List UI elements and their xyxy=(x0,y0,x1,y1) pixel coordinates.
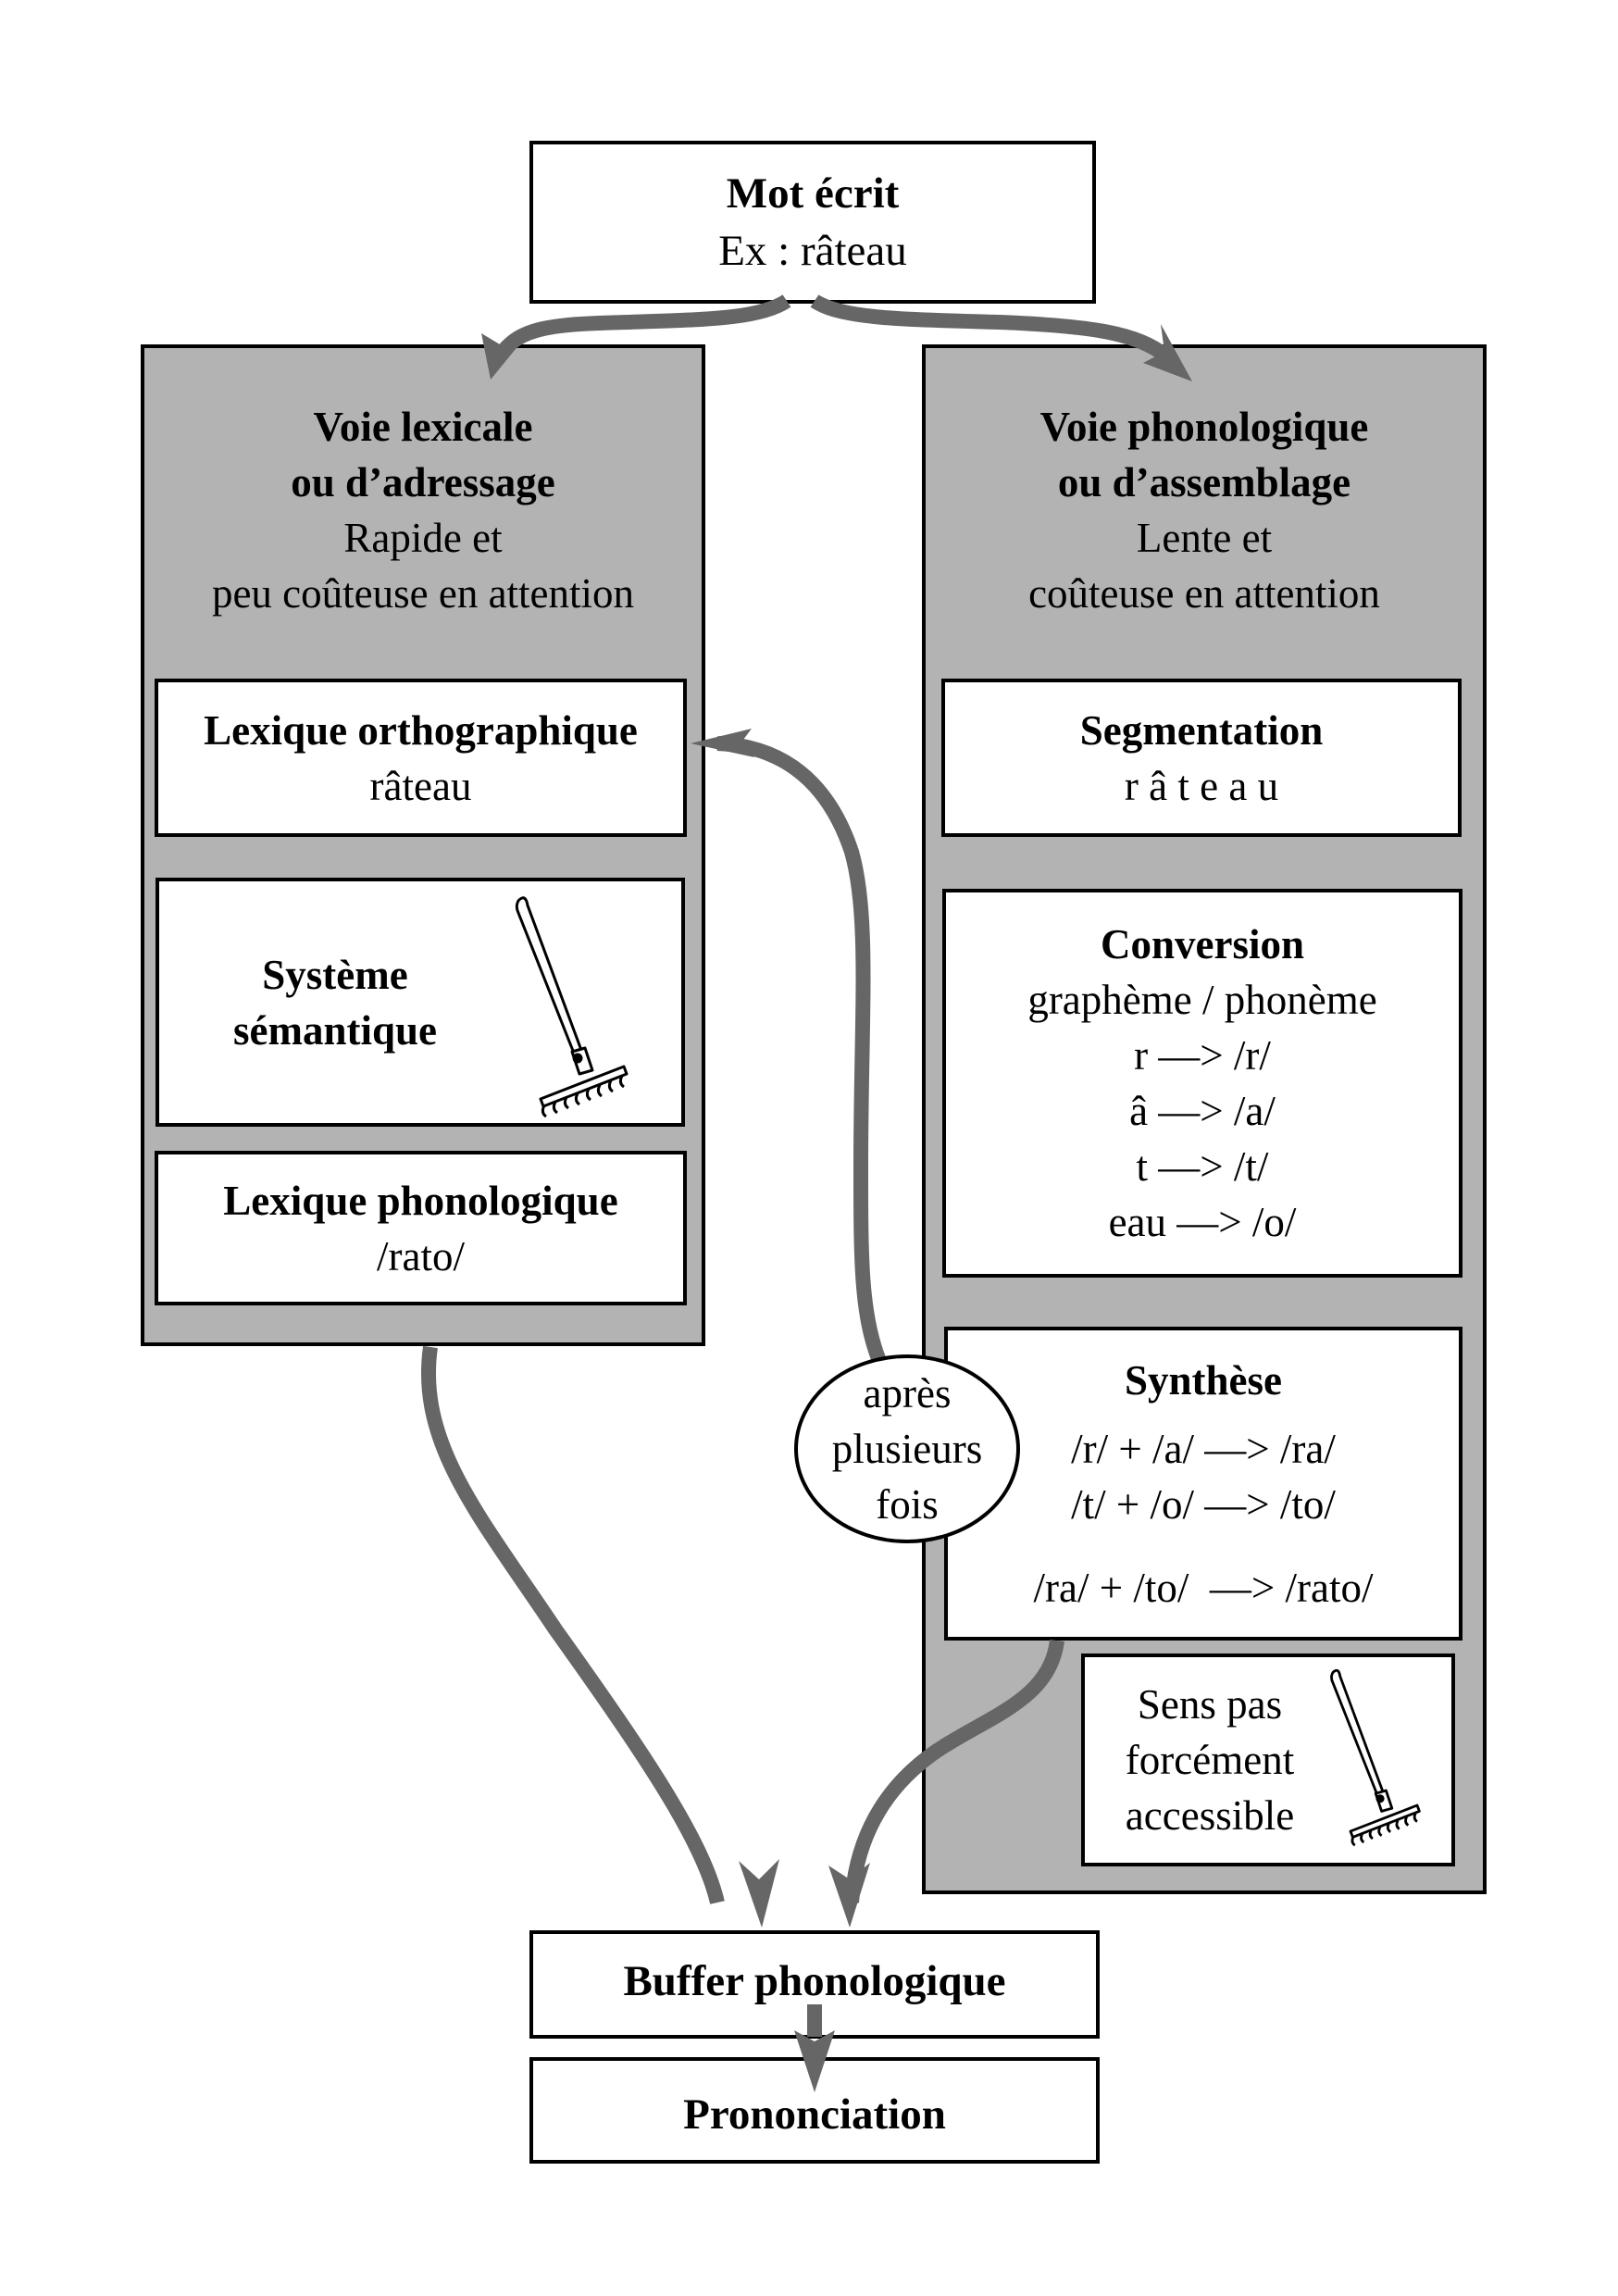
orthographic-lexicon-value: râteau xyxy=(369,762,472,809)
phonological-route-header: Voie phonologique ou d’assemblage Lente … xyxy=(926,399,1483,621)
phonological-buffer-label: Buffer phonologique xyxy=(623,1956,1006,2005)
written-word-title: Mot écrit xyxy=(726,169,900,218)
rake-icon xyxy=(1330,1668,1421,1847)
phonological-route-desc-1: Lente et xyxy=(1136,515,1273,561)
semantic-system-title-2: sémantique xyxy=(232,1006,437,1054)
pronunciation-box: Prononciation xyxy=(529,2057,1100,2164)
arrow-lexical-to-buffer xyxy=(421,1345,725,1904)
orthographic-lexicon-title: Lexique orthographique xyxy=(204,706,638,754)
arrow-learning-loop xyxy=(716,736,887,1364)
phonological-lexicon-value: /rato/ xyxy=(377,1232,465,1279)
conversion-title: Conversion xyxy=(1100,921,1304,967)
phonological-route-title-1: Voie phonologique xyxy=(1039,404,1369,450)
semantic-system-box: Système sémantique xyxy=(156,878,685,1127)
conversion-rule: eau —> /o/ xyxy=(1108,1199,1297,1245)
learning-note-text: après plusieurs fois xyxy=(796,1356,1018,1541)
lexical-route-title-1: Voie lexicale xyxy=(313,404,533,450)
semantic-system-title-1: Système xyxy=(262,951,408,998)
synthesis-step: /t/ + /o/ —> /to/ xyxy=(1071,1480,1336,1528)
meaning-note-line-1: Sens pas xyxy=(1137,1681,1283,1728)
conversion-box: Conversion graphème / phonème r —> /r/ â… xyxy=(942,889,1462,1278)
synthesis-step: /r/ + /a/ —> /ra/ xyxy=(1071,1425,1336,1472)
lexical-route-desc-1: Rapide et xyxy=(343,515,503,561)
written-word-example: Ex : râteau xyxy=(718,227,907,275)
meaning-note-text: Sens pas forcément accessible xyxy=(1094,1677,1326,1843)
phonological-route-title-2: ou d’assemblage xyxy=(1057,459,1351,505)
phonological-route-desc-2: coûteuse en attention xyxy=(1028,570,1380,617)
conversion-rule: â —> /a/ xyxy=(1129,1088,1276,1134)
meaning-note-box: Sens pas forcément accessible xyxy=(1081,1653,1455,1866)
conversion-rule: r —> /r/ xyxy=(1134,1032,1271,1079)
pronunciation-label: Prononciation xyxy=(683,2090,946,2139)
written-word-box: Mot écrit Ex : râteau xyxy=(529,141,1096,304)
phonological-lexicon-box: Lexique phonologique /rato/ xyxy=(155,1151,687,1305)
segmentation-value: r â t e a u xyxy=(1124,762,1279,809)
phonological-buffer-box: Buffer phonologique xyxy=(529,1930,1100,2039)
lexical-route-header: Voie lexicale ou d’adressage Rapide et p… xyxy=(144,399,702,621)
lexical-route-title-2: ou d’adressage xyxy=(291,459,555,505)
arrowhead-lexical-to-buffer xyxy=(739,1859,779,1928)
conversion-subtitle: graphème / phonème xyxy=(1027,977,1377,1023)
segmentation-title: Segmentation xyxy=(1079,706,1324,754)
synthesis-title: Synthèse xyxy=(1124,1356,1283,1404)
learning-note-line-2: plusieurs xyxy=(831,1426,983,1472)
segmentation-box: Segmentation r â t e a u xyxy=(941,679,1462,837)
orthographic-lexicon-box: Lexique orthographique râteau xyxy=(155,679,687,837)
synthesis-result: /ra/ + /to/ —> /rato/ xyxy=(1033,1564,1374,1611)
learning-note-line-1: après xyxy=(863,1370,952,1416)
conversion-rule: t —> /t/ xyxy=(1136,1143,1269,1190)
phonological-lexicon-title: Lexique phonologique xyxy=(223,1177,618,1224)
lexical-route-desc-2: peu coûteuse en attention xyxy=(211,570,635,617)
meaning-note-line-3: accessible xyxy=(1125,1792,1295,1839)
synthesis-box: Synthèse /r/ + /a/ —> /ra/ /t/ + /o/ —> … xyxy=(944,1327,1462,1641)
semantic-system-title: Système sémantique xyxy=(196,947,474,1058)
rake-icon xyxy=(515,896,629,1118)
arrowhead-synthesis-to-buffer xyxy=(828,1863,870,1928)
meaning-note-line-2: forcément xyxy=(1125,1737,1295,1783)
learning-note-line-3: fois xyxy=(876,1481,939,1528)
